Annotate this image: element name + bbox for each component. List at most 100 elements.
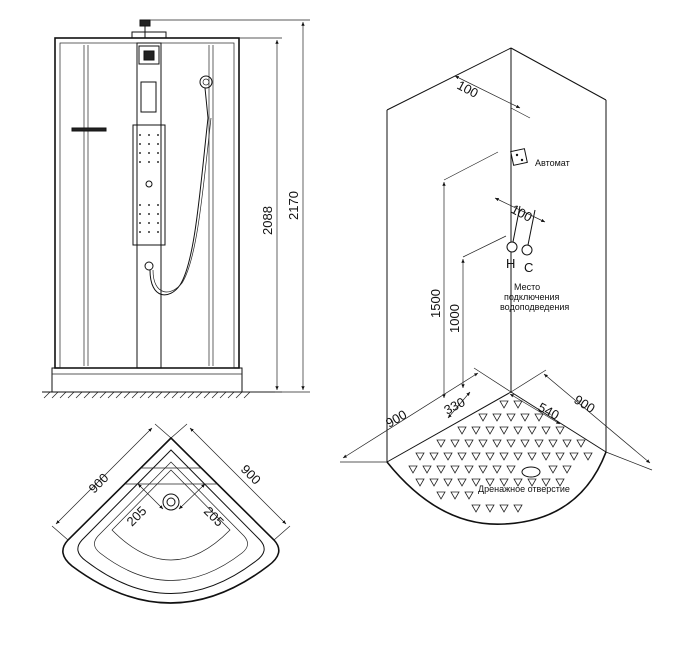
- antislip-triangle: [499, 400, 509, 409]
- antislip-triangle: [457, 426, 467, 435]
- antislip-triangle: [464, 491, 474, 500]
- dim-205-right: 205: [201, 504, 227, 530]
- wall-left-top: [386, 47, 512, 111]
- antislip-triangle: [513, 504, 523, 513]
- antislip-triangle: [569, 452, 579, 461]
- floor-hatch: [43, 391, 251, 399]
- antislip-triangle: [499, 452, 509, 461]
- jet-dots: [139, 134, 159, 233]
- dim-line-900-top-right: [189, 427, 287, 525]
- hot-label: H: [506, 256, 515, 271]
- tray-outline-inner: [77, 449, 265, 594]
- antislip-triangle: [450, 439, 460, 448]
- antislip-triangle: [492, 465, 502, 474]
- antislip-triangle: [520, 413, 530, 422]
- antislip-triangle: [471, 504, 481, 513]
- mixer-knob: [145, 180, 153, 188]
- dim-line-205-left: [137, 483, 164, 510]
- antislip-triangle: [485, 478, 495, 487]
- antislip-triangle: [555, 426, 565, 435]
- dim-line-900-left: [342, 372, 479, 459]
- antislip-triangle: [527, 452, 537, 461]
- antislip-triangle: [429, 478, 439, 487]
- dim-330: 330: [441, 394, 467, 417]
- antislip-triangle: [478, 465, 488, 474]
- dim-line-900-top-left: [55, 427, 153, 525]
- antislip-triangle: [534, 439, 544, 448]
- control-display: [140, 81, 157, 113]
- hose-outlet: [144, 261, 154, 271]
- antislip-triangle: [450, 465, 460, 474]
- massage-jets-panel: [132, 124, 166, 246]
- water-label-3: водоподведения: [500, 302, 569, 312]
- switch-label: Автомат: [535, 158, 570, 168]
- door-handle: [71, 127, 107, 132]
- antislip-triangle: [450, 491, 460, 500]
- antislip-triangle: [422, 465, 432, 474]
- antislip-triangle: [436, 491, 446, 500]
- antislip-triangle: [415, 452, 425, 461]
- antislip-triangle: [485, 504, 495, 513]
- antislip-triangle: [415, 478, 425, 487]
- antislip-triangle: [541, 452, 551, 461]
- antislip-triangle: [485, 426, 495, 435]
- tray-arc: [386, 451, 607, 526]
- antislip-triangle: [555, 452, 565, 461]
- antislip-triangle: [492, 439, 502, 448]
- antislip-triangle: [471, 478, 481, 487]
- antislip-triangle: [527, 426, 537, 435]
- front-view: 2088 2170: [42, 19, 310, 399]
- cabin-inner-frame: [59, 42, 235, 369]
- antislip-triangle: [506, 439, 516, 448]
- shower-hose: [149, 117, 209, 296]
- dim-900-top-left: 900: [86, 470, 112, 496]
- antislip-triangle: [478, 413, 488, 422]
- drain-hole: [521, 466, 541, 478]
- antislip-triangle: [457, 478, 467, 487]
- drain-label: Дренажное отверстие: [478, 484, 570, 494]
- antislip-triangle: [464, 465, 474, 474]
- antislip-triangle: [506, 465, 516, 474]
- dim-1000: 1000: [447, 304, 462, 333]
- water-label-1: Место: [514, 282, 540, 292]
- top-drain-inner: [166, 497, 176, 507]
- dim-2170: 2170: [286, 191, 301, 220]
- dim-100-taps: 100: [509, 201, 535, 224]
- antislip-triangle: [506, 413, 516, 422]
- antislip-triangle: [436, 439, 446, 448]
- antislip-triangle: [471, 426, 481, 435]
- antislip-triangle: [478, 439, 488, 448]
- antislip-triangle: [408, 465, 418, 474]
- antislip-triangle: [471, 452, 481, 461]
- antislip-triangle: [499, 426, 509, 435]
- dim-100-top: 100: [455, 77, 481, 100]
- dim-line-900-right: [543, 373, 651, 464]
- top-view: 205 205 900 900: [51, 423, 291, 604]
- rain-head: [131, 31, 167, 39]
- hot-water-pipe: [506, 241, 518, 253]
- antislip-triangle: [499, 478, 509, 487]
- dim-1500: 1500: [428, 289, 443, 318]
- antislip-triangle: [520, 439, 530, 448]
- antislip-triangle: [548, 439, 558, 448]
- antislip-triangle: [555, 478, 565, 487]
- antislip-triangle: [457, 452, 467, 461]
- shower-column: [136, 42, 162, 369]
- antislip-triangle: [527, 478, 537, 487]
- antislip-triangle: [443, 452, 453, 461]
- dim-900-right: 900: [571, 392, 597, 416]
- dim-205-left: 205: [124, 503, 150, 529]
- water-label-2: подключения: [504, 292, 559, 302]
- antislip-triangle: [464, 439, 474, 448]
- cold-water-pipe: [521, 244, 533, 256]
- tray-basin: [94, 461, 248, 581]
- antislip-triangle: [562, 465, 572, 474]
- tray-antislip-pattern: [408, 400, 593, 513]
- antislip-triangle: [548, 465, 558, 474]
- top-drain-outer: [162, 493, 180, 511]
- dim-2088: 2088: [260, 206, 275, 235]
- dim-line-205-right: [178, 483, 206, 510]
- antislip-triangle: [443, 478, 453, 487]
- antislip-triangle: [492, 413, 502, 422]
- antislip-triangle: [485, 452, 495, 461]
